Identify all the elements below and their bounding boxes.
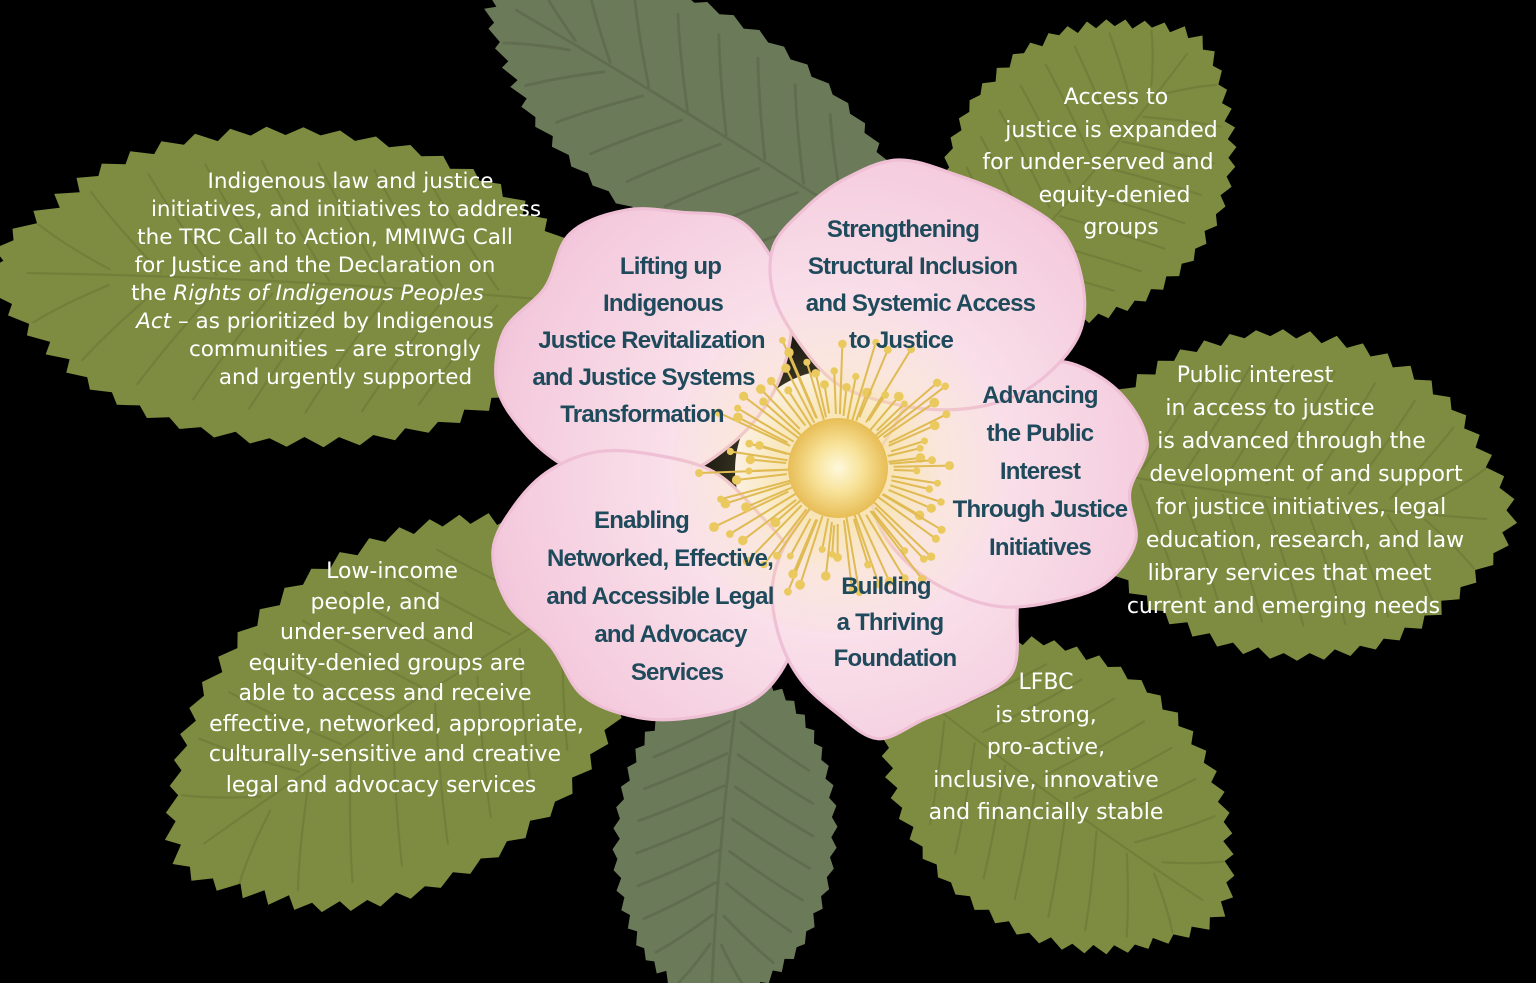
petal-building-text: Building a Thriving Foundation (780, 569, 1000, 677)
text-line: for under-served and (982, 150, 1214, 175)
italic-act-title: Rights of Indigenous Peoples (173, 281, 484, 306)
text-line: pro-active, (986, 735, 1106, 760)
stamens (695, 336, 954, 596)
leaf-lfbc-text: LFBC is strong, pro-active, inclusive, i… (881, 667, 1211, 830)
text-line: LFBC (1018, 670, 1074, 695)
text-line: effective, networked, appropriate, (209, 711, 584, 737)
petal-advancing-text: Advancing the Public Interest Through Ju… (925, 377, 1155, 567)
text-line: Low-income (326, 559, 458, 584)
text-line: and urgently supported (218, 365, 473, 390)
text-line: communities – are strongly (188, 337, 482, 362)
text-line: Interest (999, 458, 1081, 485)
text-line: library services that meet (1147, 561, 1432, 586)
text-line: people, and (310, 589, 441, 615)
text-line: and Accessible Legal (546, 583, 774, 610)
flower-center-disc (788, 418, 888, 518)
text-line: Structural Inclusion (807, 253, 1018, 280)
text-line: equity-denied groups are (248, 650, 526, 676)
leaf-indigenous-law-text: Indigenous law and justice initiatives, … (100, 168, 580, 392)
text-line: able to access and receive (238, 681, 532, 706)
text-line: a Thriving (836, 609, 944, 636)
text-line: Through Justice (952, 496, 1128, 523)
text-line: initiatives, and initiatives to address (150, 197, 542, 222)
text-line: Public interest (1176, 363, 1334, 388)
leaf-indigenous-law (0, 126, 591, 448)
text-line: Indigenous (603, 290, 724, 317)
text-line: and financially stable (928, 800, 1164, 825)
text-line: culturally-sensitive and creative (208, 742, 562, 767)
leaf-lfbc (880, 635, 1235, 955)
text-line: the Public (986, 420, 1094, 447)
text-line: under-served and (280, 620, 474, 645)
italic-act-title: Act (136, 309, 172, 334)
text-line: is strong, (995, 702, 1097, 728)
text-line: justice is expanded (1005, 117, 1218, 143)
text-line: for Justice and the Declaration on (134, 253, 496, 278)
text-line: Lifting up (619, 253, 722, 280)
leaf-public-interest-text: Public interest in access to justice is … (1100, 359, 1480, 623)
text-line: Transformation (560, 401, 724, 428)
text-line: Strengthening (826, 216, 980, 243)
background-leaf-bottom (612, 668, 838, 983)
text-line: inclusive, innovative (933, 767, 1159, 793)
text-line: in access to justice (1165, 396, 1375, 421)
text-line: legal and advocacy services (225, 772, 537, 798)
text-line: education, research, and law (1145, 528, 1465, 553)
leaf-public-interest (1073, 329, 1518, 661)
text-line: current and emerging needs (1126, 594, 1441, 619)
text-line: development of and support (1149, 462, 1463, 487)
leaf-veins (915, 663, 1225, 939)
petal-lifting-up-text: Lifting up Indigenous Justice Revitaliza… (505, 248, 795, 433)
text-line: Building (841, 573, 931, 600)
text-line: Networked, Effective, (547, 545, 774, 572)
text-line: and Systemic Access (805, 290, 1036, 317)
petal-enabling-text: Enabling Networked, Effective, and Acces… (515, 502, 805, 692)
text-line: Foundation (833, 645, 957, 672)
text-line: Access to (1063, 85, 1169, 110)
text-line: Advancing (982, 382, 1098, 409)
leaf-veins (502, 0, 882, 248)
text-line: and Justice Systems (532, 364, 755, 391)
text-line: the Rights of Indigenous Peoples (35, 280, 580, 308)
text-line: for justice initiatives, legal (1155, 495, 1447, 520)
text-line: groups (1083, 215, 1159, 240)
text-segment: the (131, 281, 174, 306)
text-segment: – as prioritized by Indigenous (171, 309, 494, 334)
leaf-veins (26, 160, 558, 414)
text-line: is advanced through the (1157, 429, 1426, 454)
text-line: Act – as prioritized by Indigenous (50, 308, 580, 336)
text-line: Initiatives (989, 534, 1092, 561)
text-line: and Advocacy (594, 621, 747, 648)
leaf-veins (1096, 363, 1488, 627)
leaf-access-to-justice-text: Access to justice is expanded for under-… (940, 82, 1280, 245)
leaf-low-income-text: Low-income people, and under-served and … (165, 557, 605, 801)
text-line: to Justice (848, 327, 954, 354)
petal-strengthening-text: Strengthening Structural Inclusion and S… (760, 211, 1060, 359)
text-line: Indigenous law and justice (207, 169, 494, 194)
text-line: Enabling (594, 507, 690, 534)
text-line: Justice Revitalization (538, 327, 765, 354)
leaf-veins (635, 686, 815, 983)
text-line: Services (630, 659, 724, 686)
text-line: the TRC Call to Action, MMIWG Call (137, 225, 513, 250)
text-line: equity-denied (1038, 182, 1191, 208)
